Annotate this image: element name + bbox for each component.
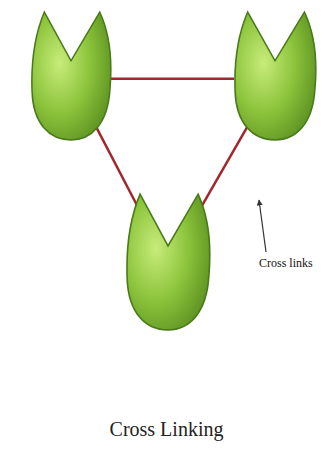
shape-outline	[125, 192, 211, 332]
shape-outline	[233, 10, 317, 142]
cross-link	[96, 127, 141, 213]
shape-body	[127, 194, 210, 330]
callout-label: Cross links	[258, 256, 314, 271]
notched-green-shape	[233, 10, 317, 142]
shape-outline	[30, 10, 112, 142]
notched-green-shape	[30, 10, 112, 142]
notched-green-shape	[125, 192, 211, 332]
cross-link	[196, 126, 247, 216]
leader-arrow	[259, 200, 266, 252]
caption: Cross Linking	[0, 418, 333, 441]
shape-body	[32, 12, 111, 140]
shape-body	[235, 12, 316, 140]
cross-link	[111, 77, 234, 80]
